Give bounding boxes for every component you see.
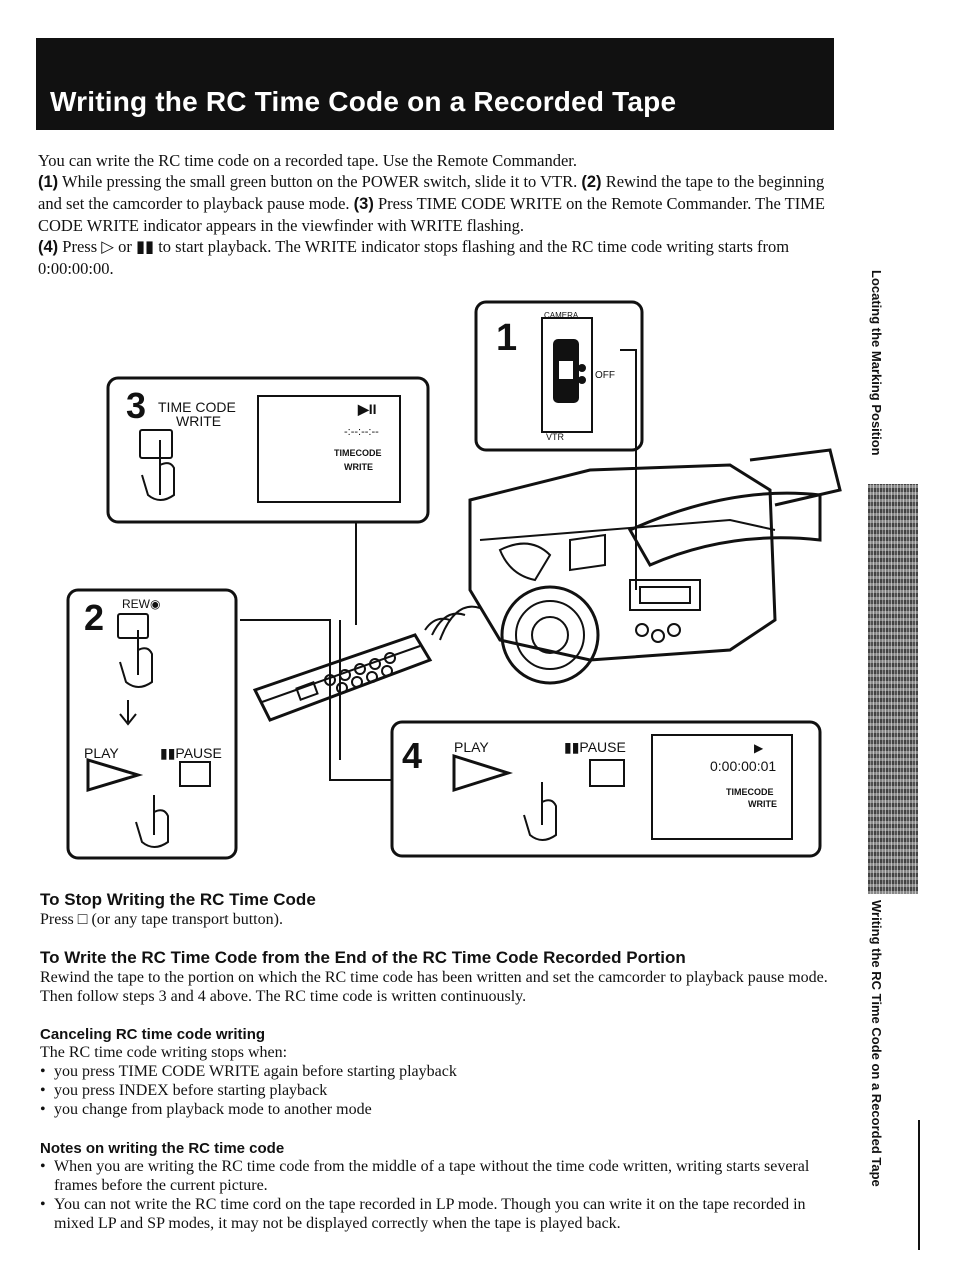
step-1-number: 1 — [496, 317, 517, 359]
notes-heading: Notes on writing the RC time code — [40, 1140, 285, 1157]
from-end-heading: To Write the RC Time Code from the End o… — [40, 948, 686, 967]
side-tab-upper: Locating the Marking Position — [869, 270, 884, 456]
camcorder-icon — [468, 448, 842, 685]
rew-label: REW◉ — [122, 597, 160, 611]
vf4-timecode-label: TIMECODE — [726, 787, 774, 797]
illustration-svg: 1 CAMERA OFF VTR 3 TIME CODE WRITE ▶II -… — [66, 300, 842, 860]
title-banner: Writing the RC Time Code on a Recorded T… — [36, 38, 834, 130]
step-3-number: (3) — [353, 195, 374, 213]
step-2-number: 2 — [84, 597, 104, 638]
canceling-section: Canceling RC time code writing The RC ti… — [40, 1026, 840, 1119]
step-4-number: 4 — [402, 735, 422, 776]
vf4-write-label: WRITE — [748, 799, 777, 809]
vf4-play-icon: ▶ — [754, 741, 764, 755]
step-2-number: (2) — [581, 173, 602, 191]
step-4-play-label: PLAY — [454, 739, 489, 755]
notes-list: When you are writing the RC time code fr… — [40, 1157, 830, 1233]
intro-line: You can write the RC time code on a reco… — [38, 151, 578, 170]
vtr-label: VTR — [546, 432, 565, 442]
vf3-write-label: WRITE — [344, 462, 373, 472]
canceling-heading: Canceling RC time code writing — [40, 1026, 266, 1043]
from-end-body: Rewind the tape to the portion on which … — [40, 969, 828, 1005]
stop-body: Press □ (or any tape transport button). — [40, 911, 283, 928]
play-icon-2 — [86, 757, 144, 793]
power-switch-frame — [541, 317, 593, 433]
connector-line-1 — [620, 349, 637, 590]
page-title: Writing the RC Time Code on a Recorded T… — [50, 86, 677, 117]
step-3-box — [106, 376, 430, 524]
remote-commander-icon — [252, 633, 433, 722]
illustration: 1 CAMERA OFF VTR 3 TIME CODE WRITE ▶II -… — [30, 290, 870, 870]
play-icon-4 — [452, 753, 513, 793]
side-rule — [918, 1120, 920, 1250]
down-arrow-icon — [119, 700, 137, 726]
time-code-label: TIME CODE — [158, 399, 236, 415]
step-3-number: 3 — [126, 385, 146, 426]
from-end-section: To Write the RC Time Code from the End o… — [40, 948, 840, 1006]
intro-paragraph: You can write the RC time code on a reco… — [38, 150, 838, 279]
write-label: WRITE — [176, 413, 221, 429]
list-item: When you are writing the RC time code fr… — [40, 1157, 830, 1195]
vf3-time-code: -:--:--:-- — [344, 426, 379, 438]
step-3-viewfinder — [257, 395, 401, 503]
step-2-pause-label: ▮▮PAUSE — [160, 745, 222, 761]
vf4-time-code: 0:00:00:01 — [710, 758, 776, 774]
step-1-text: While pressing the small green button on… — [58, 172, 582, 191]
finger-press-icon-2 — [119, 630, 153, 688]
time-code-write-button-icon — [139, 429, 173, 459]
vf3-play-pause-icon: ▶II — [357, 401, 377, 417]
finger-press-icon-4 — [523, 782, 557, 841]
canceling-list: you press TIME CODE WRITE again before s… — [40, 1062, 840, 1119]
list-item: You can not write the RC time cord on th… — [40, 1195, 830, 1233]
canceling-intro: The RC time code writing stops when: — [40, 1044, 288, 1061]
vf3-timecode-label: TIMECODE — [334, 448, 382, 458]
list-item: you press TIME CODE WRITE again before s… — [40, 1062, 840, 1081]
list-item: you press INDEX before starting playback — [40, 1081, 840, 1100]
stop-heading: To Stop Writing the RC Time Code — [40, 890, 316, 909]
rew-button-icon — [117, 613, 149, 639]
notes-section: Notes on writing the RC time code When y… — [40, 1140, 830, 1233]
side-tab-marker — [868, 484, 918, 894]
intro-steps: (1) While pressing the small green butto… — [38, 171, 838, 279]
step-2-box — [66, 588, 238, 860]
pause-button-icon-2 — [179, 761, 211, 787]
stop-section: To Stop Writing the RC Time Code Press □… — [40, 890, 840, 929]
step-2-text: Rewind the tape to the beginning and set… — [38, 172, 825, 213]
step-4-box — [390, 720, 822, 858]
step-4-pause-label: ▮▮PAUSE — [564, 739, 626, 755]
step-1-number: (1) — [38, 173, 59, 191]
off-label: OFF — [595, 370, 615, 381]
camera-label: CAMERA — [544, 311, 579, 320]
step-4-number: (4) — [38, 238, 59, 256]
finger-press-icon-3 — [141, 440, 175, 501]
connector-line-2 — [240, 619, 392, 781]
step-2-play-label: PLAY — [84, 745, 119, 761]
finger-press-icon-2b — [135, 795, 169, 848]
step-1-box — [474, 300, 644, 452]
pause-button-icon-4 — [589, 759, 625, 787]
side-tab-lower: Writing the RC Time Code on a Recorded T… — [869, 900, 884, 1187]
step-4-viewfinder — [651, 734, 793, 840]
infrared-signal-icon — [424, 605, 481, 641]
step-3-text: Press TIME CODE WRITE on the Remote Comm… — [38, 194, 825, 235]
step-4-text: Press ▷ or ▮▮ to start playback. The WRI… — [38, 237, 790, 278]
list-item: you change from playback mode to another… — [40, 1100, 840, 1119]
